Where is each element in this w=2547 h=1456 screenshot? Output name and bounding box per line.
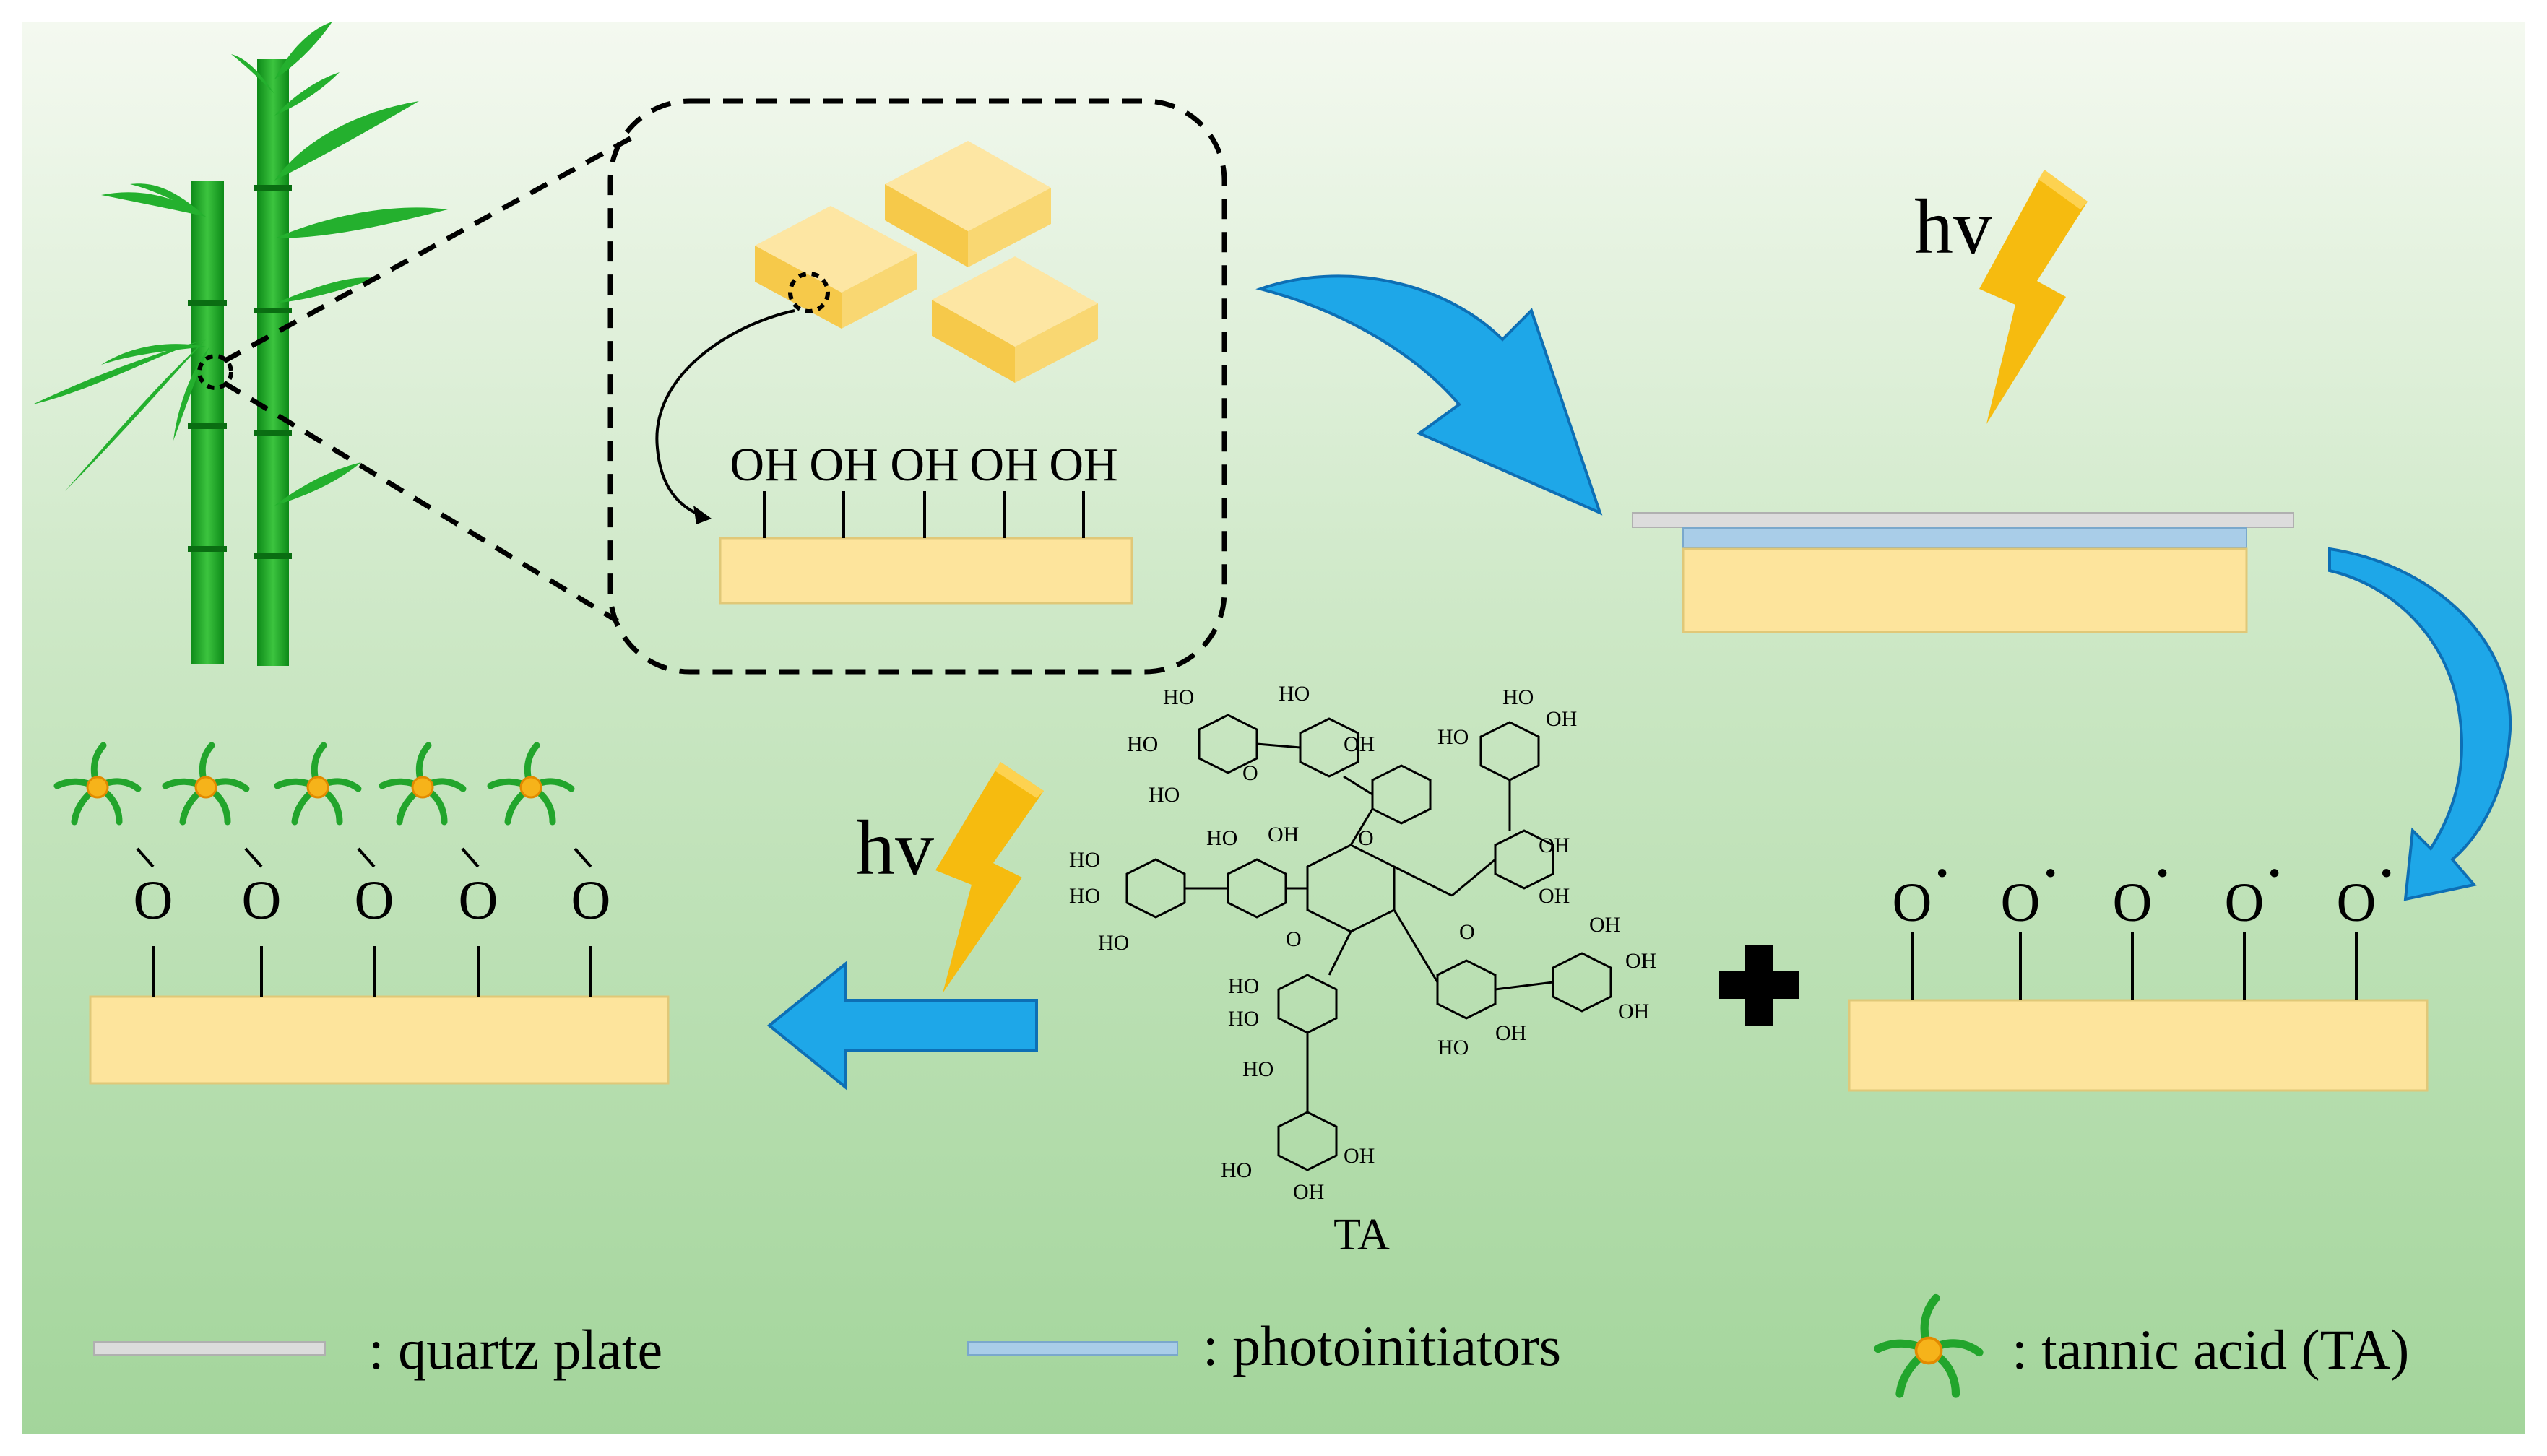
- legend-tannic-acid-label: : tannic acid (TA): [2012, 1318, 2409, 1381]
- wood-block-3: [932, 256, 1098, 383]
- block-zoom-circle: [788, 272, 830, 313]
- zoom-box: OH OH OH OH OH: [607, 98, 1227, 675]
- background: [22, 22, 2525, 1434]
- ta-oh-3: OH: [1539, 833, 1570, 857]
- radical-surface: O O O O O · · · · ·: [1848, 846, 2429, 1092]
- ta-ho-6: HO: [1502, 685, 1534, 709]
- hv-label-bottom: hv: [856, 805, 934, 891]
- ta-ho-7: HO: [1069, 848, 1100, 872]
- ta-oh-2: OH: [1546, 707, 1577, 731]
- blue-arrow-left: [766, 961, 1038, 1091]
- ta-oh-7: OH: [1625, 949, 1656, 973]
- ta-ho-9: HO: [1098, 931, 1129, 955]
- radical-dot-4: ·: [2266, 846, 2283, 901]
- ta-o-4: O: [1286, 927, 1302, 951]
- ta-oh-5: OH: [1268, 823, 1299, 846]
- legend-photoinitiator-swatch: [967, 1341, 1178, 1356]
- oh-label-2: OH: [809, 438, 878, 491]
- o-label-5: O: [571, 870, 611, 931]
- zoom-line-bottom: [222, 381, 619, 623]
- ta-ho-1: HO: [1163, 685, 1194, 709]
- ta-grafted-surface: O O O O O: [57, 745, 670, 1085]
- ta-oh-11: OH: [1293, 1180, 1324, 1204]
- photoinitiator-layer: [1682, 527, 2247, 549]
- ta-oh-4: OH: [1539, 884, 1570, 908]
- curved-pointer-arrow: [655, 309, 795, 518]
- ta-o-1: O: [1242, 761, 1258, 785]
- legend-photoinitiators-label: : photoinitiators: [1203, 1314, 1561, 1377]
- ta-o-2: O: [1358, 826, 1374, 850]
- ta-o-3: O: [1459, 920, 1475, 944]
- ta-ho-5: HO: [1437, 725, 1469, 749]
- legend-quartz-swatch: [93, 1341, 326, 1356]
- ta-name-label: TA: [1333, 1210, 1390, 1260]
- ta-ho-13: HO: [1228, 1007, 1259, 1031]
- ta-oh-9: OH: [1495, 1021, 1526, 1045]
- oh-label-4: OH: [969, 438, 1038, 491]
- radical-dot-2: ·: [2042, 846, 2059, 901]
- quartz-plate-top: [1632, 512, 2294, 528]
- legend-quartz-label: : quartz plate: [368, 1318, 662, 1381]
- blue-curved-arrow-top: [1255, 274, 1603, 516]
- wood-surface-oh: [719, 537, 1133, 604]
- bamboo-zoom-circle: [197, 354, 233, 390]
- ta-ho-10: HO: [1206, 826, 1237, 850]
- radical-dot-3: ·: [2154, 846, 2171, 901]
- o-radical-label-1: O: [1893, 872, 1932, 933]
- o-radical-label-5: O: [2337, 872, 2377, 933]
- o-label-2: O: [242, 870, 282, 931]
- o-radical-label-4: O: [2225, 872, 2265, 933]
- oh-label-5: OH: [1049, 438, 1117, 491]
- wood-block-2: [885, 141, 1051, 267]
- o-label-3: O: [355, 870, 394, 931]
- bamboo-illustration: [33, 22, 448, 666]
- o-radical-label-2: O: [2001, 872, 2041, 933]
- hv-label-top: hv: [1914, 184, 1992, 270]
- ta-ho-4: HO: [1279, 682, 1310, 706]
- ta-ho-3: HO: [1149, 783, 1180, 807]
- plus-icon: [1719, 945, 1799, 1026]
- blue-curved-arrow-right: [2328, 547, 2512, 901]
- zoom-line-top: [222, 131, 641, 364]
- o-label-4: O: [459, 870, 498, 931]
- tannic-acid-structure: [1125, 714, 1612, 1171]
- ta-oh-8: OH: [1618, 1000, 1649, 1023]
- wood-plate-top: [1682, 547, 2248, 633]
- o-radical-label-3: O: [2113, 872, 2153, 933]
- radical-dot-1: ·: [1934, 846, 1950, 901]
- o-label-1: O: [134, 870, 173, 931]
- ta-ho-11: HO: [1437, 1036, 1469, 1060]
- ta-ho-2: HO: [1127, 732, 1158, 756]
- ta-oh-1: OH: [1344, 732, 1375, 756]
- ta-ho-14: HO: [1242, 1057, 1274, 1081]
- ta-oh-10: OH: [1344, 1144, 1375, 1168]
- wood-with-photoinitiator: [1632, 512, 2294, 633]
- radical-dot-5: ·: [2378, 846, 2395, 901]
- oh-label-3: OH: [890, 438, 959, 491]
- ta-ho-8: HO: [1069, 884, 1100, 908]
- legend: : quartz plate : photoinitiators : tanni…: [93, 1299, 2409, 1395]
- ta-oh-6: OH: [1589, 913, 1620, 937]
- tannic-acid-labels: HO HO HO OH HO HO HO OH OH OH HO HO HO H…: [1069, 682, 1656, 1260]
- ta-ho-12: HO: [1228, 974, 1259, 998]
- oh-label-1: OH: [730, 438, 798, 491]
- ta-ho-15: HO: [1221, 1158, 1252, 1182]
